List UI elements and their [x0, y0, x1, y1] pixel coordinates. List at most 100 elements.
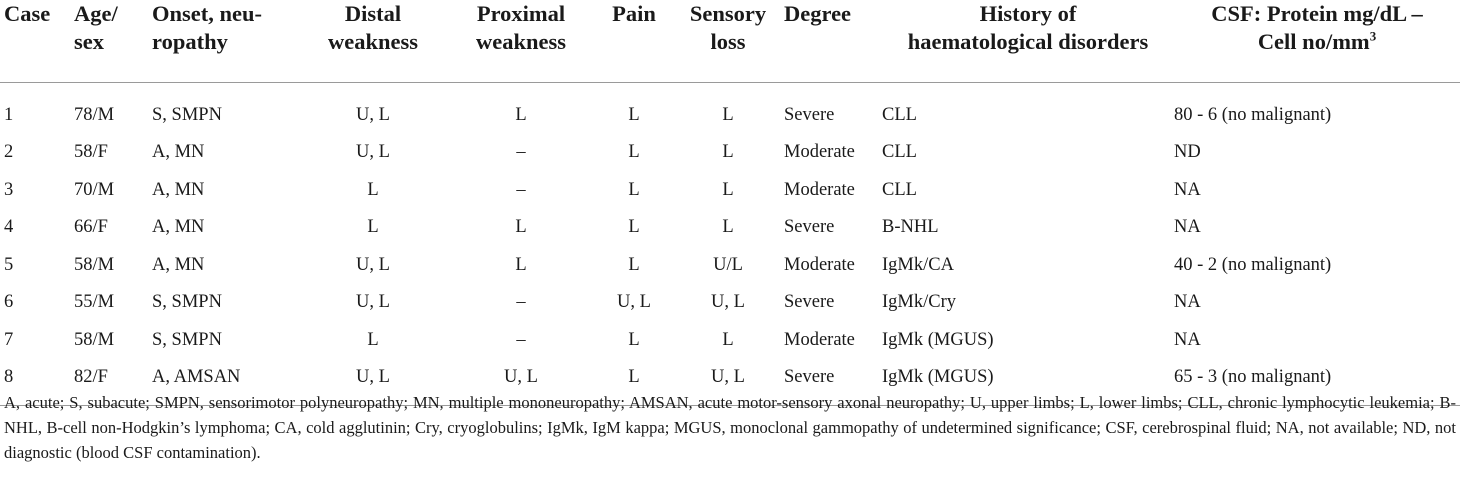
cell-distal-weakness: U, L: [356, 254, 390, 275]
cell-age-sex: 55/M: [74, 292, 115, 313]
cell-proximal-weakness: –: [516, 329, 526, 350]
header-age-sex: Age/sex: [74, 0, 152, 83]
cell-onset-neuropathy: A, MN: [152, 254, 205, 275]
cell-csf: 65 - 3 (no malignant): [1174, 359, 1460, 406]
cell-degree: Moderate: [784, 142, 855, 163]
cell-pain: L: [628, 254, 640, 275]
cell-csf: NA: [1174, 329, 1201, 350]
table-row: 2 58/F A, MN U, L – L L Moderate CLL ND: [0, 134, 1460, 172]
cell-sensory-loss: L: [722, 329, 734, 350]
cell-haematological-history: IgMk/Cry: [882, 292, 956, 313]
cell-sensory-loss: L: [722, 179, 734, 200]
cell-pain: L: [628, 179, 640, 200]
cell-onset-neuropathy: A, MN: [152, 179, 205, 200]
header-csf: CSF: Protein mg/dL –Cell no/mm3: [1174, 0, 1460, 83]
cell-proximal-weakness: –: [516, 179, 526, 200]
cell-degree: Severe: [784, 105, 835, 125]
table-row: 1 78/M S, SMPN U, L L L L Severe CLL 80 - 6 (no m…: [0, 83, 1460, 135]
cell-pain: L: [596, 359, 672, 406]
table-row: 5 58/M A, MN U, L L L U/L Moderate IgMk/CA 40 - 2…: [0, 247, 1460, 285]
cell-proximal-weakness: L: [515, 254, 527, 275]
cell-pain: U, L: [617, 292, 651, 313]
cell-csf: NA: [1174, 179, 1201, 200]
header-case: Case: [0, 0, 74, 83]
cell-case: 8: [0, 359, 74, 406]
cell-csf: 40 - 2 (no malignant): [1174, 254, 1332, 275]
cell-pain: L: [628, 217, 640, 238]
cell-onset-neuropathy: A, AMSAN: [152, 359, 300, 406]
cell-haematological-history: CLL: [882, 105, 917, 125]
cell-csf: NA: [1174, 292, 1201, 313]
cell-case: 6: [4, 292, 14, 313]
header-onset-neuropathy: Onset, neu-ropathy: [152, 0, 300, 83]
cell-case: 7: [4, 329, 14, 350]
cell-degree: Moderate: [784, 329, 855, 350]
cell-pain: L: [628, 105, 640, 125]
cell-case: 4: [4, 217, 14, 238]
cell-age-sex: 66/F: [74, 217, 108, 238]
cell-distal-weakness: U, L: [356, 142, 390, 163]
cell-haematological-history: CLL: [882, 142, 917, 163]
cell-sensory-loss: U, L: [672, 359, 784, 406]
table-row: 7 58/M S, SMPN L – L L Moderate IgMk (MGUS) NA: [0, 322, 1460, 360]
cell-haematological-history: IgMk (MGUS): [882, 329, 994, 350]
cell-pain: L: [628, 329, 640, 350]
cell-distal-weakness: U, L: [356, 105, 390, 125]
cell-pain: L: [628, 142, 640, 163]
header-pain: Pain: [596, 0, 672, 83]
cell-distal-weakness: L: [367, 329, 379, 350]
cell-sensory-loss: L: [722, 142, 734, 163]
header-degree: Degree: [784, 0, 882, 83]
cell-onset-neuropathy: A, MN: [152, 217, 205, 238]
cell-case: 3: [4, 179, 14, 200]
cell-proximal-weakness: U, L: [446, 359, 596, 406]
cell-case: 5: [4, 254, 14, 275]
cell-distal-weakness: U, L: [356, 292, 390, 313]
cell-distal-weakness: L: [367, 179, 379, 200]
cell-age-sex: 58/M: [74, 329, 115, 350]
cell-onset-neuropathy: S, SMPN: [152, 292, 222, 313]
cell-degree: Severe: [784, 217, 835, 238]
cell-haematological-history: B-NHL: [882, 217, 939, 238]
cell-proximal-weakness: L: [515, 217, 527, 238]
cell-onset-neuropathy: S, SMPN: [152, 329, 222, 350]
cell-csf: 80 - 6 (no malignant): [1174, 105, 1332, 125]
cell-degree: Severe: [784, 359, 882, 406]
cell-proximal-weakness: –: [516, 142, 526, 163]
cell-csf: ND: [1174, 142, 1201, 163]
cell-case: 1: [4, 105, 14, 125]
cell-degree: Severe: [784, 292, 835, 313]
cell-haematological-history: CLL: [882, 179, 917, 200]
cell-proximal-weakness: –: [516, 292, 526, 313]
cell-sensory-loss: L: [722, 105, 734, 125]
cell-onset-neuropathy: S, SMPN: [152, 105, 222, 125]
cell-onset-neuropathy: A, MN: [152, 142, 205, 163]
cell-age-sex: 70/M: [74, 179, 115, 200]
cell-sensory-loss: U/L: [713, 254, 743, 275]
cell-proximal-weakness: L: [515, 105, 527, 125]
cell-age-sex: 78/M: [74, 105, 115, 125]
cell-haematological-history: IgMk (MGUS): [882, 359, 1174, 406]
table-row: 6 55/M S, SMPN U, L – U, L U, L Severe IgMk/Cry N…: [0, 284, 1460, 322]
cell-distal-weakness: L: [367, 217, 379, 238]
cell-age-sex: 58/F: [74, 142, 108, 163]
cell-degree: Moderate: [784, 254, 855, 275]
cell-age-sex: 82/F: [74, 359, 152, 406]
cell-case: 2: [4, 142, 14, 163]
cell-age-sex: 58/M: [74, 254, 115, 275]
cell-haematological-history: IgMk/CA: [882, 254, 954, 275]
cell-sensory-loss: U, L: [711, 292, 745, 313]
table-footnote: A, acute; S, subacute; SMPN, sensorimoto…: [4, 393, 1456, 462]
cell-csf: NA: [1174, 217, 1201, 238]
